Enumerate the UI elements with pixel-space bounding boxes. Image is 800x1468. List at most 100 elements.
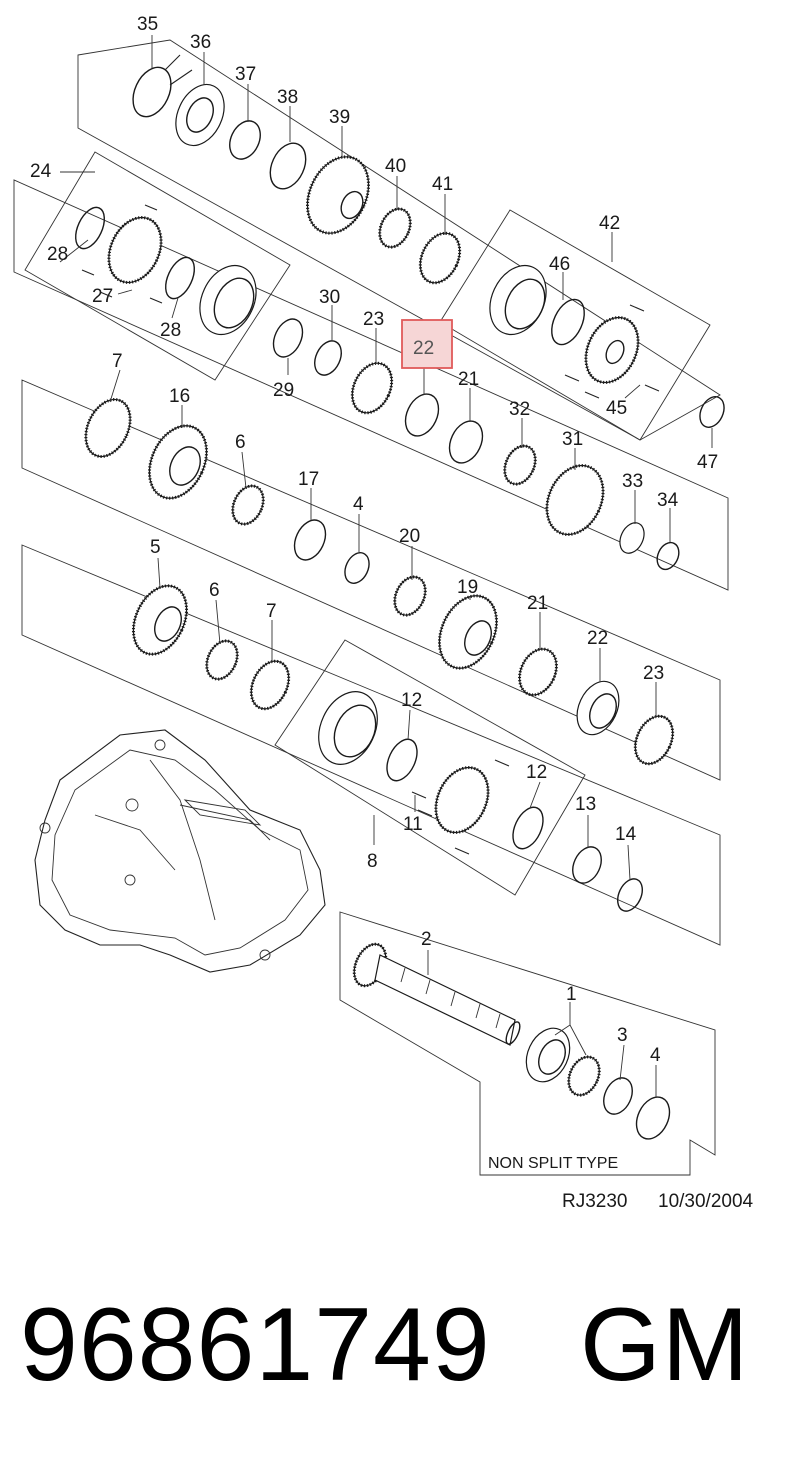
- synchro-ring-23a-teeth: [350, 361, 394, 415]
- frame-upper-shaft: [13, 179, 729, 591]
- case-flange: [51, 749, 309, 956]
- callout-29: 29: [273, 380, 294, 401]
- needle-bearing-6b-rollers: [205, 639, 239, 681]
- leader-lines: [59, 35, 713, 1098]
- cone-22b: [576, 680, 620, 736]
- synchro-assembly-42: [489, 264, 725, 428]
- callout-5: 5: [150, 537, 161, 558]
- callout-21a: 21: [458, 369, 479, 390]
- callout-labels: 35 36 37 38 39 40 41 42 24 46 28 27 28 3…: [30, 14, 718, 1066]
- needle-bearing-40: [379, 208, 411, 248]
- callout-2: 2: [421, 929, 432, 950]
- washer-38: [269, 142, 307, 190]
- row-upper-parts: [272, 318, 680, 571]
- callout-16: 16: [169, 386, 190, 407]
- case-boss-5: [259, 949, 271, 961]
- spring-28a: [74, 206, 106, 250]
- callout-24: 24: [30, 161, 52, 182]
- synchro-ring-7a-teeth: [84, 398, 132, 458]
- gear-5-teeth: [131, 584, 189, 656]
- group-frames: [13, 39, 729, 1176]
- callout-46: 46: [549, 254, 570, 275]
- needle-bearing-6a: [232, 485, 264, 525]
- needle-bearing-6a-rollers: [231, 484, 265, 526]
- frame-synchro-42: [439, 209, 711, 441]
- hub-27: [108, 216, 162, 284]
- spring-12a: [386, 738, 418, 782]
- brand-name: GM: [580, 1287, 750, 1403]
- case-outline: [34, 729, 326, 973]
- keys-45: [564, 304, 660, 399]
- callout-32: 32: [509, 399, 530, 420]
- roller-bearing-1: [568, 1056, 600, 1096]
- snap-ring-14: [617, 878, 643, 912]
- callout-6b: 6: [209, 580, 220, 601]
- spring-12b: [512, 806, 544, 850]
- washer-4a: [344, 552, 370, 584]
- gear-19-teeth: [437, 594, 499, 670]
- callout-22b: 22: [587, 628, 608, 649]
- callout-4a: 4: [353, 494, 364, 515]
- roller-bearing-1-rollers: [567, 1055, 601, 1097]
- callout-3: 3: [617, 1025, 628, 1046]
- case-boss-1: [125, 798, 139, 812]
- synchro-assembly-24: [74, 204, 257, 336]
- input-shaft-splines: [400, 967, 501, 1029]
- gear-16: [148, 425, 208, 499]
- snap-ring-3: [603, 1077, 633, 1115]
- ring-21a: [448, 420, 484, 464]
- input-shaft-group: [352, 942, 671, 1140]
- sleeve-8-inner: [333, 704, 377, 758]
- hub-27-teeth: [107, 216, 163, 284]
- callout-21b: 21: [527, 593, 548, 614]
- callout-28b: 28: [160, 320, 181, 341]
- callout-13: 13: [575, 794, 596, 815]
- callout-12b: 12: [526, 762, 547, 783]
- callout-27: 27: [92, 286, 113, 307]
- sleeve-42-inner: [504, 278, 546, 330]
- callout-20: 20: [399, 526, 420, 547]
- callout-22a: 22: [413, 338, 434, 359]
- gear-16-teeth: [147, 424, 209, 500]
- frame-top-shaft: [77, 39, 721, 441]
- callout-6a: 6: [235, 432, 246, 453]
- bearing-36-bore: [186, 97, 214, 133]
- non-split-type-label: NON SPLIT TYPE: [488, 1155, 618, 1172]
- diagram-date: 10/30/2004: [658, 1191, 754, 1212]
- keys-11: [411, 759, 510, 855]
- callout-4b: 4: [650, 1045, 661, 1066]
- gear-5-hub: [154, 606, 182, 642]
- callout-12a: 12: [401, 690, 422, 711]
- callout-30: 30: [319, 287, 340, 308]
- sleeve-24: [199, 264, 257, 336]
- snap-ring-17: [293, 519, 327, 561]
- hub-11: [435, 766, 489, 834]
- callout-45: 45: [606, 398, 627, 419]
- keys-27: [81, 204, 163, 304]
- snap-ring-30: [314, 340, 342, 376]
- callout-36: 36: [190, 32, 211, 53]
- spring-46: [551, 298, 585, 346]
- row-lower-parts: [131, 584, 643, 912]
- frame-synchro-24: [24, 151, 291, 381]
- washer-29: [272, 318, 304, 358]
- bearing-36: [175, 83, 225, 147]
- part-number: 96861749: [20, 1287, 491, 1403]
- highlight-box-22: [401, 319, 453, 369]
- synchro-ring-23b: [634, 715, 674, 765]
- callout-8: 8: [367, 851, 378, 872]
- snap-ring-37: [229, 120, 261, 160]
- snap-ring-47: [699, 396, 725, 428]
- callout-leaders: [59, 35, 713, 1098]
- cone-22a: [404, 393, 440, 437]
- callout-37: 37: [235, 64, 256, 85]
- synchro-ring-23b-teeth: [633, 714, 675, 766]
- ring-21b-teeth: [518, 647, 558, 697]
- diagram-code: RJ3230: [562, 1191, 628, 1212]
- gear-5: [132, 585, 188, 655]
- washer-4b: [635, 1096, 671, 1140]
- bearing-race-1-inner: [538, 1039, 566, 1075]
- case-ribs: [94, 759, 271, 921]
